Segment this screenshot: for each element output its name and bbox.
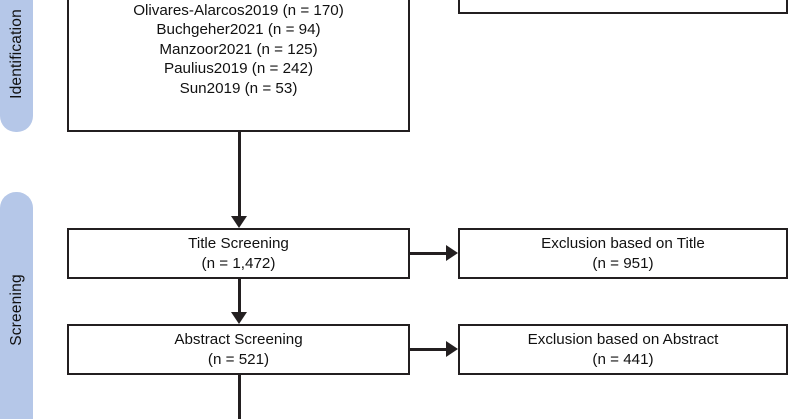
connector-abstract-to-exclusion — [410, 348, 450, 351]
box-title-screening-line1: Title Screening — [188, 235, 289, 253]
box-exclusion-based-on-abstract: Exclusion based on Abstract (n = 441) — [458, 324, 788, 375]
box-title-screening-line2: (n = 1,472) — [201, 254, 276, 272]
arrow-right-icon-abstract-to-exclusion — [446, 341, 458, 357]
stage-label-identification: Identification — [7, 9, 25, 100]
box-abstract-screening-line2: (n = 521) — [207, 350, 270, 368]
box-records-removed: Records removed before screening (n = 31… — [458, 0, 788, 14]
connector-title-to-exclusion — [410, 252, 450, 255]
connector-identification-to-title — [238, 131, 241, 221]
box-records-identified-line4: Manzoor2021 (n = 125) — [159, 40, 318, 58]
stage-label-screening: Screening — [7, 274, 25, 346]
stage-bar-identification: Identification — [0, 0, 33, 132]
stage-bar-screening: Screening — [0, 192, 33, 419]
box-abstract-screening-line1: Abstract Screening — [174, 331, 303, 349]
connector-abstract-to-next-stage — [238, 375, 241, 419]
connector-title-to-abstract — [238, 279, 241, 317]
arrow-down-icon-title-to-abstract — [231, 312, 247, 324]
arrow-right-icon-title-to-exclusion — [446, 245, 458, 261]
box-abstract-screening: Abstract Screening (n = 521) — [67, 324, 410, 375]
box-exclusion-abstract-line2: (n = 441) — [592, 350, 654, 368]
arrow-down-icon-identification-to-title — [231, 216, 247, 228]
box-title-screening: Title Screening (n = 1,472) — [67, 228, 410, 279]
box-records-identified-line5: Paulius2019 (n = 242) — [163, 60, 314, 78]
box-exclusion-based-on-title: Exclusion based on Title (n = 951) — [458, 228, 788, 279]
box-records-identified: Records identified from databases: Oliva… — [67, 0, 410, 132]
box-exclusion-abstract-line1: Exclusion based on Abstract — [527, 331, 719, 349]
box-records-identified-line2: Olivares-Alarcos2019 (n = 170) — [133, 1, 344, 19]
box-records-identified-line6: Sun2019 (n = 53) — [179, 79, 298, 97]
box-exclusion-title-line1: Exclusion based on Title — [541, 235, 705, 253]
box-records-identified-line3: Buchgeher2021 (n = 94) — [156, 21, 321, 39]
box-exclusion-title-line2: (n = 951) — [592, 254, 654, 272]
